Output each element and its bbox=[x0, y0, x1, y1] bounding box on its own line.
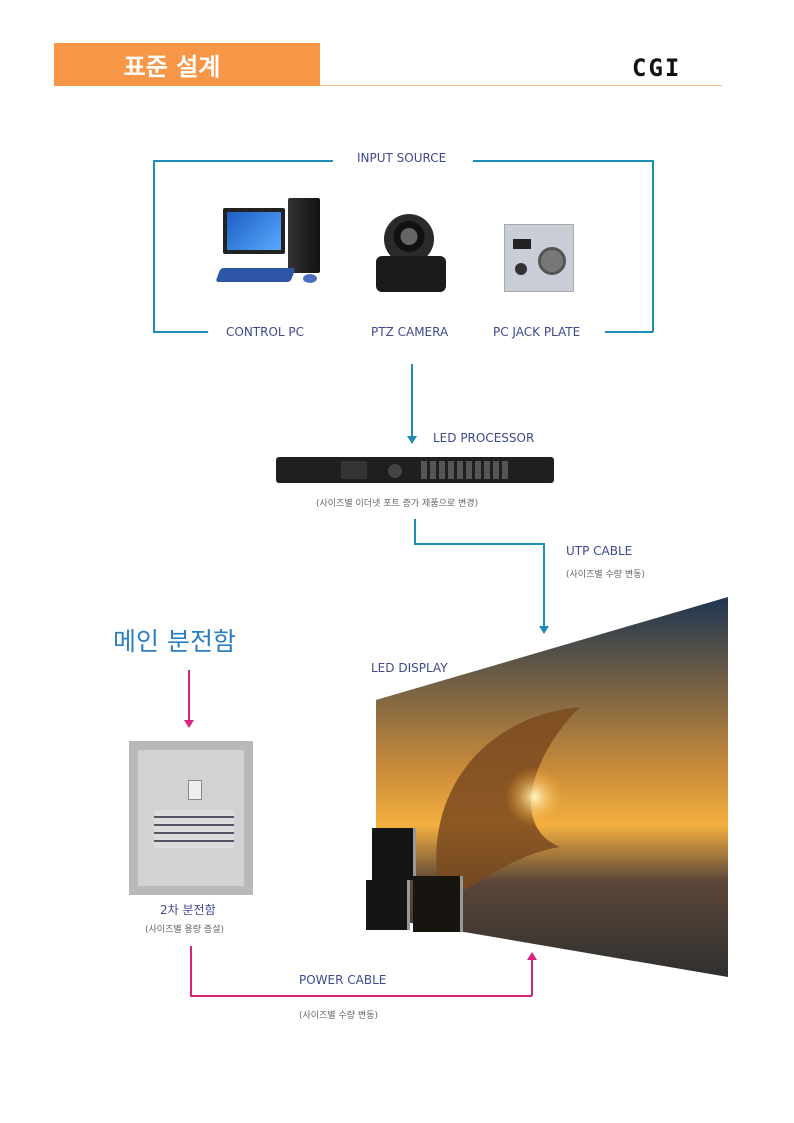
source-frame-line bbox=[652, 160, 654, 332]
header-title-bar: 표준 설계 bbox=[54, 43, 320, 86]
arrow-down-icon bbox=[407, 436, 417, 444]
pc-jack-plate-label: PC JACK PLATE bbox=[493, 325, 581, 339]
cgi-logo: CGI bbox=[632, 54, 682, 82]
arrow-down-icon bbox=[184, 720, 194, 728]
ptz-camera-image bbox=[376, 214, 446, 292]
ptz-camera-label: PTZ CAMERA bbox=[371, 325, 449, 339]
power-cable-line bbox=[531, 960, 533, 996]
arrow-up-icon bbox=[527, 952, 537, 960]
utp-cable-line bbox=[543, 543, 545, 628]
utp-cable-line bbox=[414, 543, 544, 545]
main-to-sub-line bbox=[188, 670, 190, 722]
control-pc-label: CONTROL PC bbox=[226, 325, 305, 339]
power-cable-label: POWER CABLE bbox=[299, 973, 387, 987]
led-cabinet-image bbox=[413, 876, 463, 932]
power-cable-line bbox=[190, 946, 192, 996]
source-frame-line bbox=[605, 331, 653, 333]
led-cabinet-image bbox=[372, 828, 416, 880]
header-rule bbox=[320, 85, 722, 86]
sub-panel-note: (사이즈별 용량 증설) bbox=[145, 925, 224, 935]
led-display-label: LED DISPLAY bbox=[371, 661, 448, 675]
source-to-processor-line bbox=[411, 364, 413, 438]
input-source-title: INPUT SOURCE bbox=[357, 151, 447, 165]
processor-note: (사이즈별 이더넷 포트 증가 제품으로 변경) bbox=[316, 499, 479, 509]
utp-cable-label: UTP CABLE bbox=[566, 544, 633, 558]
page-title: 표준 설계 bbox=[123, 53, 221, 81]
source-frame-line bbox=[153, 160, 333, 162]
arrow-down-icon bbox=[539, 626, 549, 634]
control-pc-image bbox=[213, 198, 325, 290]
source-frame-line bbox=[153, 331, 208, 333]
sub-panel-image bbox=[129, 741, 253, 895]
pc-jack-plate-image bbox=[504, 224, 574, 292]
power-cable-note: (사이즈별 수량 변동) bbox=[299, 1011, 378, 1021]
led-display-image bbox=[376, 597, 728, 977]
led-processor-label: LED PROCESSOR bbox=[433, 431, 535, 445]
main-panel-title: 메인 분전함 bbox=[113, 627, 236, 656]
utp-cable-note: (사이즈별 수량 변동) bbox=[566, 570, 645, 580]
led-cabinet-image bbox=[366, 880, 410, 930]
led-processor-image bbox=[276, 457, 554, 483]
source-frame-line bbox=[153, 160, 155, 332]
utp-cable-line bbox=[414, 519, 416, 544]
source-frame-line bbox=[473, 160, 653, 162]
power-cable-line bbox=[190, 995, 532, 997]
sub-panel-label: 2차 분전함 bbox=[160, 903, 216, 917]
